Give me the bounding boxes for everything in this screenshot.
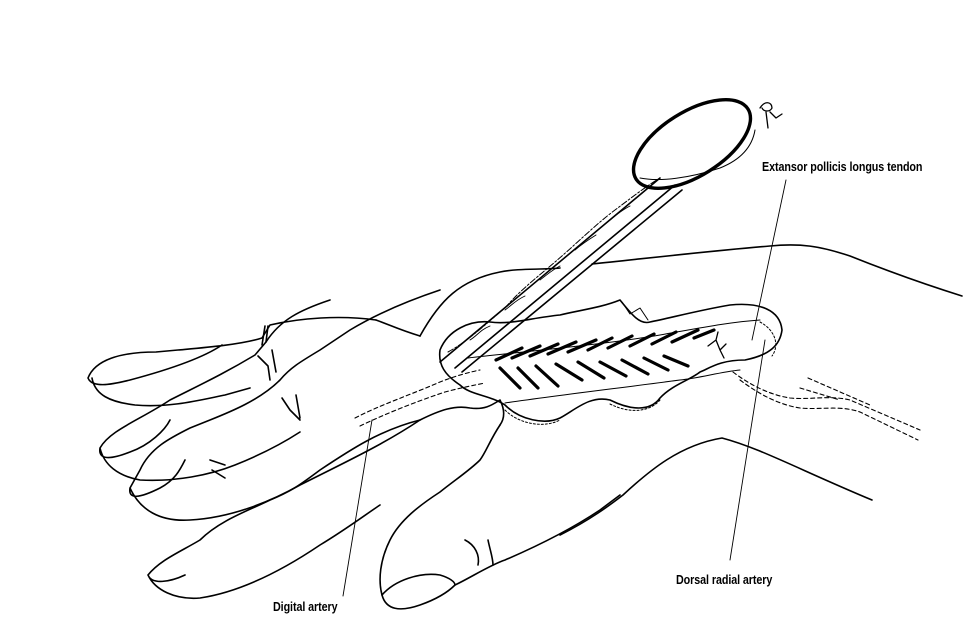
leader-line-extensor [752,180,786,340]
skin-paddle-ellipse [619,82,765,206]
flap-pedicle [440,178,682,372]
hand-lower-outline [560,438,872,535]
first-web-space [420,400,504,425]
index-finger [148,420,420,598]
label-extensor-pollicis-longus-tendon: Extansor pollicis longus tendon [762,160,923,174]
thumb [380,425,620,609]
dorsal-radial-artery-dashed [733,372,920,430]
leader-line-dorsal-radial [730,340,765,560]
label-digital-artery: Digital artery [273,600,338,614]
label-dorsal-radial-artery: Dorsal radial artery [676,573,773,587]
middle-finger [130,290,440,520]
flap-body [440,300,782,421]
vessel-branch [708,332,726,358]
digital-artery-dashed [355,370,480,418]
tendon-herringbone [496,330,714,388]
ring-finger [100,300,330,480]
suture-knot [760,103,782,128]
forearm-upper-outline [592,245,962,296]
little-finger [88,318,376,406]
hand-top-outline [420,268,560,336]
leader-line-digital [343,420,372,596]
